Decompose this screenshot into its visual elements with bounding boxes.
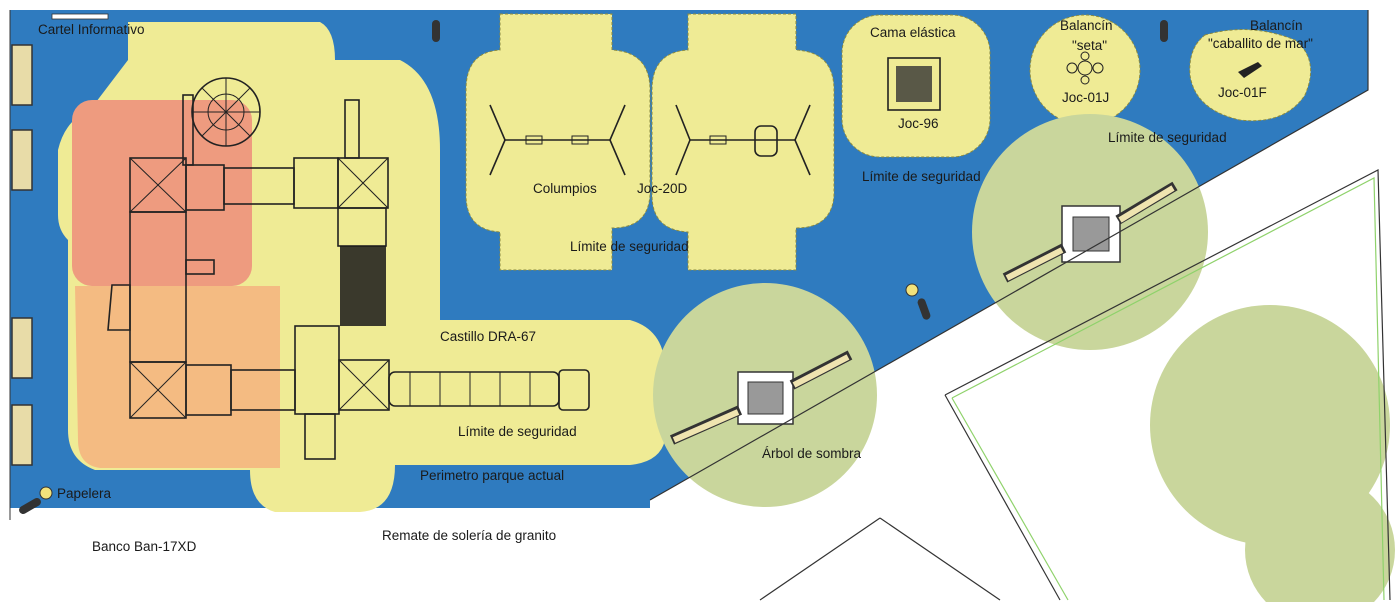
label-limite-1: Límite de seguridad (1108, 130, 1227, 145)
label-cama: Cama elástica (870, 25, 956, 40)
label-papelera: Papelera (57, 486, 112, 501)
label-perimetro: Perimetro parque actual (420, 468, 564, 483)
castle-red-area (72, 100, 252, 286)
label-arbol: Árbol de sombra (762, 446, 862, 461)
label-remate: Remate de solería de granito (382, 528, 556, 543)
label-joc96: Joc-96 (898, 116, 939, 131)
left-benches (11, 44, 33, 466)
castle-structure (107, 77, 590, 460)
castle-orange-area (75, 286, 280, 468)
label-balancin-caballito-1: Balancín (1250, 18, 1303, 33)
label-joc01j: Joc-01J (1062, 90, 1109, 105)
label-balancin-caballito-2: "caballito de mar" (1208, 36, 1313, 51)
swing-set (489, 104, 626, 176)
caballito-safety-zone (1189, 29, 1312, 122)
shade-tree-2 (972, 114, 1208, 350)
label-limite-4: Límite de seguridad (458, 424, 577, 439)
label-limite-2: Límite de seguridad (862, 169, 981, 184)
caballito-rocker (1238, 62, 1262, 78)
swings-safety-zone-2 (651, 13, 835, 271)
seta-rocker (1066, 51, 1104, 85)
fixtures (19, 13, 1168, 514)
swings-safety-zone (465, 13, 651, 271)
label-columpios: Columpios (533, 181, 597, 196)
label-joc20d: Joc-20D (637, 181, 688, 196)
shade-tree-1 (653, 283, 877, 507)
label-cartel: Cartel Informativo (38, 22, 145, 37)
swing-set-2 (675, 104, 811, 176)
label-joc01f: Joc-01F (1218, 85, 1267, 100)
label-banco: Banco Ban-17XD (92, 539, 197, 554)
label-balancin-seta-1: Balancín (1060, 18, 1113, 33)
trampoline (887, 57, 941, 111)
label-balancin-seta-2: "seta" (1072, 38, 1107, 53)
label-castillo: Castillo DRA-67 (440, 329, 536, 344)
label-limite-3: Límite de seguridad (570, 239, 689, 254)
shade-tree-4 (1245, 475, 1395, 602)
park-boundary-lines (9, 10, 1391, 601)
